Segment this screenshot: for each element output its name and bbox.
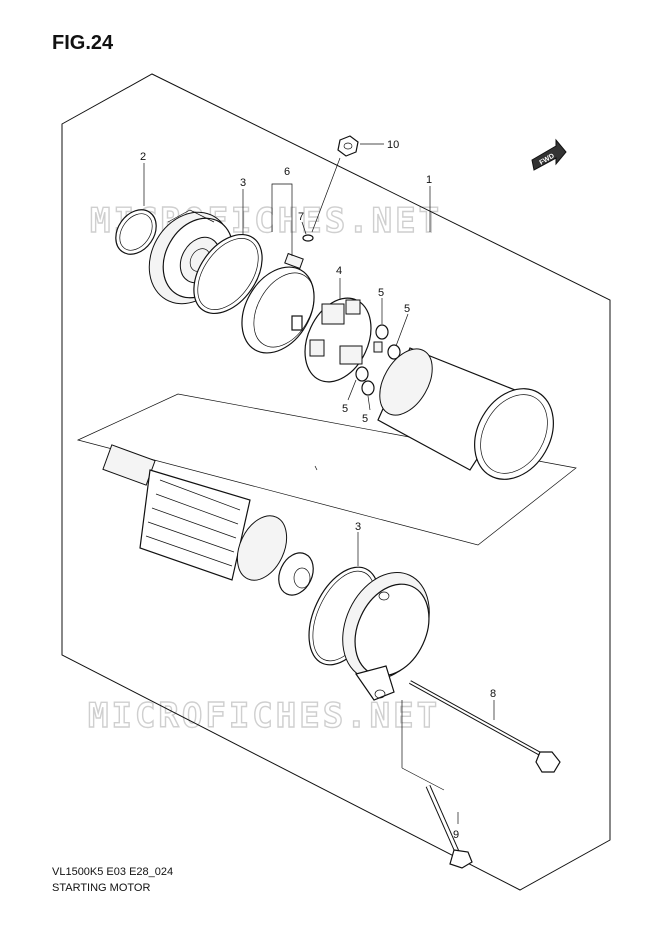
inner-panel-outline (76, 393, 577, 546)
brush-holder-part (304, 297, 372, 383)
callout-5-d: 5 (362, 413, 368, 425)
panel-tick (314, 465, 318, 471)
callout-8: 8 (490, 688, 496, 700)
terminal-washer (302, 234, 314, 242)
long-through-bolt (409, 680, 561, 773)
callout-4: 4 (336, 265, 342, 277)
short-mounting-bolt (425, 784, 473, 869)
callout-5-a: 5 (378, 287, 384, 299)
callout-3-bottom: 3 (355, 521, 361, 533)
figure-caption: STARTING MOTOR (52, 882, 151, 894)
callout-7: 7 (298, 211, 304, 223)
armature-part (102, 444, 314, 596)
o-ring-part (115, 209, 157, 255)
callout-5-b: 5 (404, 303, 410, 315)
rear-housing-part (342, 572, 430, 701)
figure-title: FIG.24 (52, 32, 114, 54)
callout-2: 2 (140, 151, 146, 163)
leader-lines (143, 143, 495, 824)
terminal-nut (337, 135, 359, 157)
callout-5-c: 5 (342, 403, 348, 415)
forward-arrow-icon: FWD (531, 138, 567, 171)
callout-10: 10 (387, 139, 399, 151)
assembly-outline-frame (61, 73, 611, 891)
housing-o-ring-top (193, 233, 263, 315)
callout-6: 6 (284, 166, 290, 178)
model-code: VL1500K5 E03 E28_024 (52, 866, 174, 878)
callout-3-top: 3 (240, 177, 246, 189)
callout-9: 9 (453, 829, 459, 841)
watermark-bottom: MICROFICHES.NET (88, 696, 440, 736)
yoke-housing-part (377, 347, 554, 480)
brush-holder-plate (241, 252, 315, 354)
brush-spring-set (355, 324, 401, 396)
callout-1: 1 (426, 174, 432, 186)
